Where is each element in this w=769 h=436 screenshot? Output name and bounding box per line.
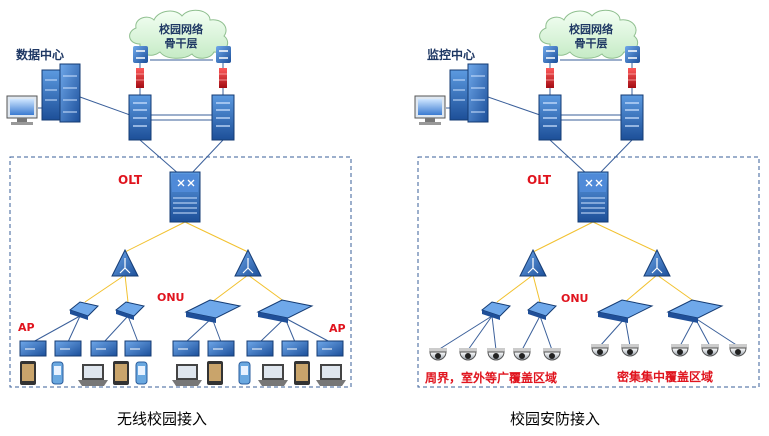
olt-chassis-icon bbox=[577, 171, 609, 223]
laptop-icon bbox=[78, 364, 108, 386]
cloud-label-line2: 骨干层 bbox=[574, 37, 608, 50]
zone-label-perimeter: 周界，室外等广覆盖区域 bbox=[425, 371, 558, 385]
optical-splitter-icon bbox=[643, 248, 671, 277]
olt-chassis-icon bbox=[169, 171, 201, 223]
optical-splitter-icon bbox=[234, 248, 262, 277]
onu-icon bbox=[114, 301, 145, 320]
onu-icon bbox=[68, 301, 99, 320]
firewall-icon bbox=[546, 68, 554, 88]
backbone-cloud-label: 校园网络 骨干层 bbox=[143, 23, 219, 51]
laptop-icon bbox=[258, 364, 288, 386]
onu-icon bbox=[480, 301, 511, 320]
tablet-icon bbox=[294, 361, 310, 385]
monitor-center-label: 监控中心 bbox=[427, 48, 476, 62]
tablet-icon bbox=[113, 361, 129, 385]
onu-label: ONU bbox=[157, 291, 185, 304]
backbone-cloud bbox=[129, 9, 229, 59]
optical-splitter-icon bbox=[111, 248, 139, 277]
core-switch-icon bbox=[620, 94, 644, 141]
dome-camera-icon bbox=[591, 344, 609, 357]
server-rack-icon bbox=[41, 63, 81, 123]
dome-camera-icon bbox=[543, 348, 561, 361]
tablet-icon bbox=[20, 361, 36, 385]
optical-splitter-icon bbox=[519, 248, 547, 277]
dome-camera-icon bbox=[513, 348, 531, 361]
access-point-row bbox=[19, 340, 344, 357]
access-zone-border bbox=[417, 156, 760, 388]
core-switch-icon bbox=[216, 46, 231, 63]
left-diagram bbox=[6, 9, 352, 388]
firewall-icon bbox=[136, 68, 144, 88]
dome-camera-icon bbox=[459, 348, 477, 361]
dome-camera-icon bbox=[729, 344, 747, 357]
phone-icon bbox=[51, 361, 64, 385]
olt-label: OLT bbox=[118, 173, 143, 187]
backbone-cloud bbox=[539, 9, 639, 59]
phone-icon bbox=[238, 361, 251, 385]
phone-icon bbox=[135, 361, 148, 385]
laptop-icon bbox=[172, 364, 202, 386]
tablet-icon bbox=[207, 361, 223, 385]
firewall-icon bbox=[219, 68, 227, 88]
ap-label-right: AP bbox=[329, 322, 346, 335]
core-switch-icon bbox=[211, 94, 235, 141]
core-switch-icon bbox=[543, 46, 558, 63]
core-switch-icon bbox=[538, 94, 562, 141]
dome-camera-icon bbox=[621, 344, 639, 357]
core-switch-icon bbox=[625, 46, 640, 63]
onu-icon bbox=[666, 299, 724, 323]
onu-icon bbox=[526, 301, 557, 320]
datacenter-label: 数据中心 bbox=[16, 48, 65, 62]
backbone-cloud-label: 校园网络 骨干层 bbox=[553, 23, 629, 51]
firewall-icon bbox=[628, 68, 636, 88]
dome-camera-icon bbox=[487, 348, 505, 361]
core-switch-icon bbox=[128, 94, 152, 141]
dome-camera-icon bbox=[429, 348, 447, 361]
server-rack-icon bbox=[449, 63, 489, 123]
caption-wireless-campus: 无线校园接入 bbox=[117, 410, 208, 428]
ap-label-left: AP bbox=[18, 321, 35, 334]
olt-label: OLT bbox=[527, 173, 552, 187]
camera-row bbox=[429, 344, 747, 361]
cloud-label-line1: 校园网络 bbox=[159, 23, 203, 36]
onu-icon bbox=[184, 299, 242, 323]
onu-label: ONU bbox=[561, 292, 589, 305]
dome-camera-icon bbox=[701, 344, 719, 357]
core-switch-icon bbox=[133, 46, 148, 63]
zone-label-dense: 密集集中覆盖区域 bbox=[617, 370, 714, 384]
monitor-icon bbox=[414, 95, 446, 125]
caption-campus-security: 校园安防接入 bbox=[510, 410, 601, 428]
laptop-icon bbox=[316, 364, 346, 386]
cloud-label-line1: 校园网络 bbox=[569, 23, 613, 36]
onu-icon bbox=[596, 299, 654, 323]
access-zone-border bbox=[9, 156, 352, 388]
dome-camera-icon bbox=[671, 344, 689, 357]
right-diagram bbox=[414, 9, 760, 388]
monitor-icon bbox=[6, 95, 38, 125]
onu-icon bbox=[256, 299, 314, 323]
cloud-label-line2: 骨干层 bbox=[164, 37, 198, 50]
